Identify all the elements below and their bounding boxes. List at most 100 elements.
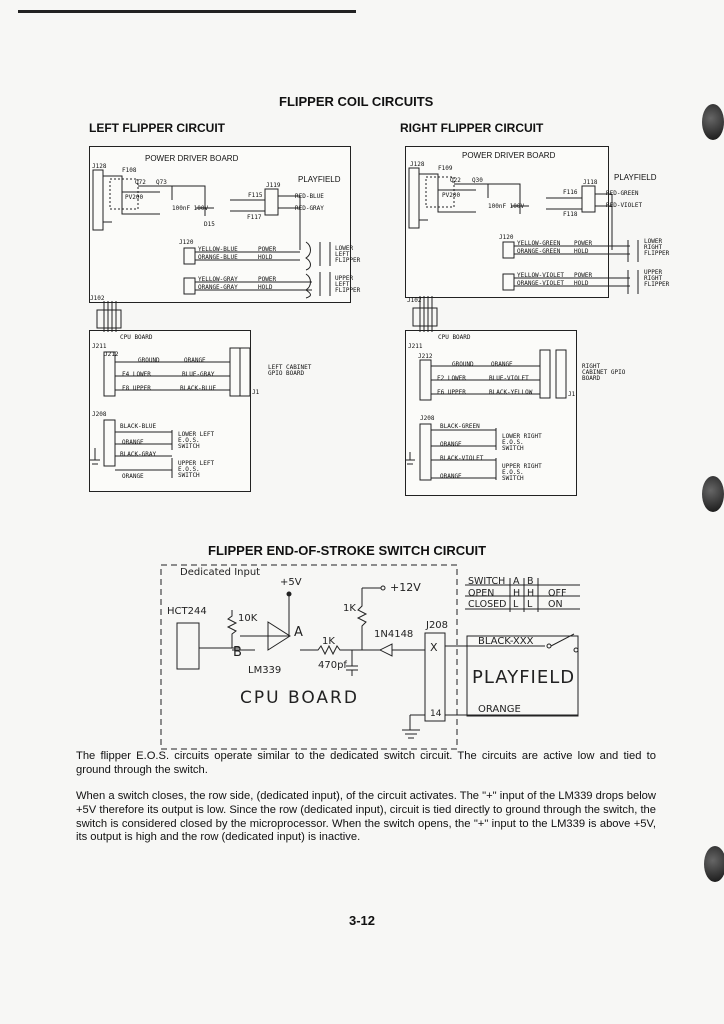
wire-label: F2 LOWER [437, 375, 466, 382]
wire-label: YELLOW-GRAY [198, 276, 238, 283]
transistor-label: Q30 [472, 177, 483, 184]
fuse-label: F117 [247, 214, 262, 221]
playfield-label: PLAYFIELD [472, 667, 576, 688]
eos-switch-label: LOWER LEFT E.O.S. SWITCH [178, 431, 215, 450]
wire-label: GROUND [138, 357, 160, 364]
wire-label: YELLOW-BLUE [198, 246, 238, 253]
wire-label: F4 LOWER [122, 371, 151, 378]
wire-label: BLACK-YELLOW [489, 389, 533, 396]
connector-label: J208 [92, 411, 107, 418]
orange-wire-label: ORANGE [478, 704, 521, 715]
wire-label: BLACK-BLUE [180, 385, 217, 392]
wire-label: ORANGE [440, 441, 462, 448]
connector-label: J1 [568, 391, 576, 398]
wire-label: ORANGE-BLUE [198, 254, 238, 261]
wire-label: BLUE-GRAY [182, 371, 215, 378]
wire-label: YELLOW-VIOLET [517, 272, 564, 279]
capacitor-label: 100nF 100V [172, 205, 209, 212]
left-board-label: POWER DRIVER BOARD [145, 154, 239, 163]
table-cell: H [527, 588, 535, 599]
top-rule [18, 10, 356, 13]
left-cpu-board [89, 330, 251, 492]
right-cpu-board [405, 330, 577, 496]
fuse-label: F116 [563, 189, 578, 196]
wire-label: RED-BLUE [295, 193, 324, 200]
resistor-1k-label: 1K [322, 636, 335, 647]
cabinet-board-label: RIGHT CABINET GPIO BOARD [582, 363, 626, 382]
cpu-board-label: CPU BOARD [240, 688, 359, 708]
capacitor-label: 470pf [318, 660, 347, 671]
wire-label: POWER [574, 272, 593, 279]
wire-label: BLACK-VIOLET [440, 455, 484, 462]
connector-label: J120 [499, 234, 514, 241]
wire-label: HOLD [258, 254, 273, 261]
connector-label: J128 [92, 163, 107, 170]
wire-label: BLUE-VIOLET [489, 375, 529, 382]
wire-label: RED-GREEN [606, 190, 639, 197]
black-wire-label: BLACK-XXX [478, 636, 534, 647]
eos-switch-label: UPPER LEFT E.O.S. SWITCH [178, 460, 215, 479]
wire-label: BLACK-BLUE [120, 423, 157, 430]
wire-label: F6 UPPER [437, 389, 466, 396]
diode-label: 1N4148 [374, 629, 414, 640]
table-cell: OFF [548, 588, 567, 599]
left-circuit-heading: LEFT FLIPPER CIRCUIT [89, 121, 225, 135]
table-cell: OPEN [468, 588, 495, 599]
wire-label: GROUND [452, 361, 474, 368]
comparator-pin-b: B [233, 645, 242, 660]
wire-label: POWER [258, 246, 277, 253]
wire-label: ORANGE-GRAY [198, 284, 238, 291]
plus5-label: +5V [280, 577, 302, 588]
connector-label: J1 [252, 389, 260, 396]
connector-label: J128 [410, 161, 425, 168]
table-cell: CLOSED [468, 599, 507, 610]
table-header-cell: B [527, 576, 534, 587]
right-board-label: POWER DRIVER BOARD [462, 151, 556, 160]
table-header-cell: A [513, 576, 520, 587]
wire-label: ORANGE [440, 473, 462, 480]
diode-label: D15 [204, 221, 215, 228]
wire-label: POWER [258, 276, 277, 283]
wire-label: ORANGE [122, 439, 144, 446]
coil-label: LOWER RIGHT FLIPPER [644, 238, 670, 257]
binder-hole [702, 476, 724, 512]
comparator-pin-a: A [294, 625, 303, 640]
table-cell: H [513, 588, 521, 599]
coil-label: UPPER RIGHT FLIPPER [644, 269, 670, 288]
voltage-label: PV200 [125, 194, 144, 201]
j208-label: J208 [426, 620, 449, 631]
connector-label: J212 [418, 353, 433, 360]
right-cpu-label: CPU BOARD [438, 334, 471, 341]
transistor-label: Q22 [450, 177, 461, 184]
coil-label: UPPER LEFT FLIPPER [335, 275, 361, 294]
table-cell: L [527, 599, 533, 610]
table-cell: ON [548, 599, 563, 610]
fuse-label: F108 [122, 167, 137, 174]
table-header-cell: SWITCH [468, 576, 506, 587]
connector-label: J119 [266, 182, 281, 189]
plus12-label: +12V [390, 581, 421, 594]
left-power-driver-board [89, 146, 351, 303]
eos-switch-label: LOWER RIGHT E.O.S. SWITCH [502, 433, 542, 452]
table-cell: L [513, 599, 519, 610]
binder-hole [704, 846, 724, 882]
transistor-label: Q72 [135, 179, 146, 186]
connector-label: J211 [408, 343, 423, 350]
connector-label: J212 [104, 351, 119, 358]
connector-x-label: X [430, 641, 438, 654]
left-playfield-label: PLAYFIELD [298, 175, 341, 184]
left-cpu-label: CPU BOARD [120, 334, 153, 341]
wire-label: RED-GRAY [295, 205, 324, 212]
wire-label: BLACK-GREEN [440, 423, 480, 430]
wire-label: ORANGE-GREEN [517, 248, 561, 255]
connector-label: J118 [583, 179, 598, 186]
right-power-driver-board [405, 146, 609, 298]
body-paragraph: When a switch closes, the row side, (ded… [76, 790, 656, 844]
capacitor-label: 100nF 100V [488, 203, 525, 210]
resistor-1k-label: 1K [343, 603, 356, 614]
eos-switch-label: UPPER RIGHT E.O.S. SWITCH [502, 463, 542, 482]
connector-label: J102 [407, 297, 422, 304]
wire-label: ORANGE [122, 473, 144, 480]
right-circuit-heading: RIGHT FLIPPER CIRCUIT [400, 121, 544, 135]
